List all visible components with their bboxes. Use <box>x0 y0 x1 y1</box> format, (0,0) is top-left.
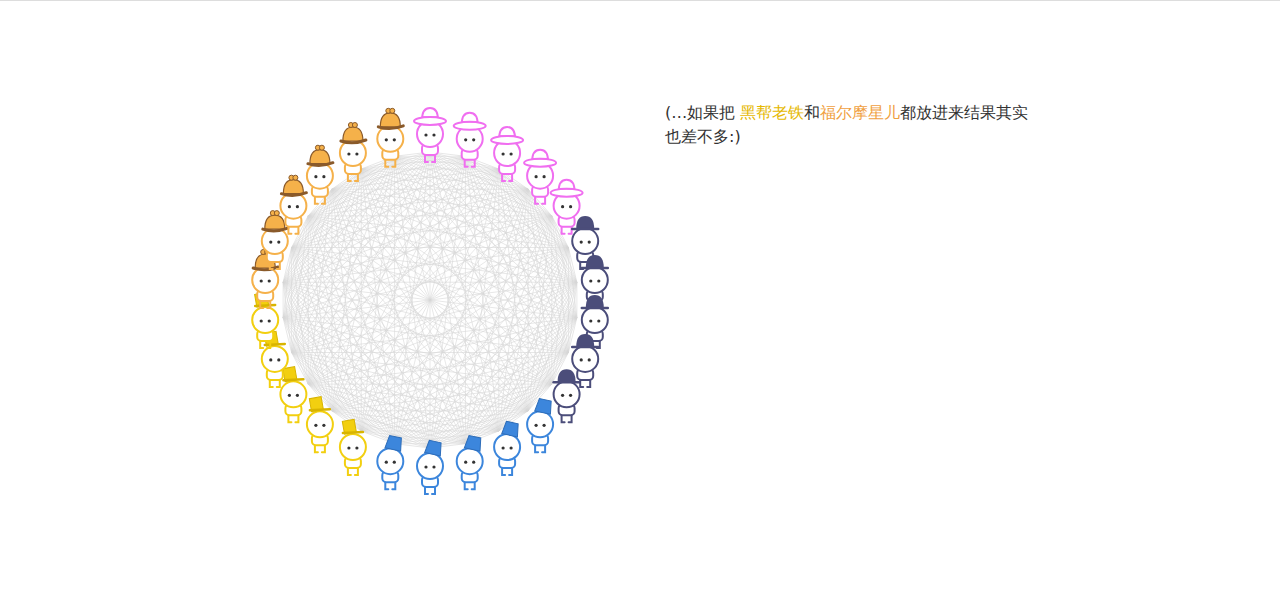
mesh-line <box>395 156 569 352</box>
mesh-line <box>283 318 528 411</box>
mesh-line <box>283 216 308 318</box>
mesh-line <box>528 189 529 411</box>
mesh-line <box>568 248 569 353</box>
character-figure <box>572 334 598 387</box>
mesh-line <box>308 216 577 318</box>
mesh-line <box>395 156 499 431</box>
character-figure <box>494 421 520 475</box>
character-figure <box>307 145 333 204</box>
character-figure <box>262 211 288 270</box>
character-figure <box>340 419 366 475</box>
mesh-line <box>292 248 577 318</box>
mesh-line <box>283 282 361 431</box>
mesh-line <box>283 156 395 282</box>
mesh-line <box>308 169 361 216</box>
mesh-line <box>361 169 430 448</box>
mesh-line <box>292 248 552 385</box>
mesh-line <box>332 189 569 352</box>
character-figure <box>280 175 306 234</box>
mesh-line <box>361 169 552 384</box>
mesh-line <box>292 156 395 247</box>
mesh-line <box>361 169 465 444</box>
mesh-line <box>498 169 499 431</box>
note-text: 黑帮老铁 <box>740 103 804 122</box>
mesh-line <box>283 318 430 448</box>
mesh-line <box>361 156 465 169</box>
note-text: (…如果把黑帮老铁和福尔摩星儿都放进来结果其实也差不多:) <box>665 101 1035 149</box>
character-figure <box>527 398 553 452</box>
mesh-line <box>395 248 569 444</box>
mesh-line <box>394 156 395 443</box>
mesh-line <box>499 216 552 431</box>
mesh-line <box>283 282 568 352</box>
mesh-line <box>292 248 528 411</box>
character-figure <box>414 108 446 162</box>
mesh-line <box>283 282 499 431</box>
network-mesh <box>283 152 577 448</box>
mesh-line <box>552 216 577 318</box>
mesh-line <box>361 169 577 318</box>
mesh-line <box>308 216 528 411</box>
mesh-line <box>332 318 577 411</box>
mesh-line <box>308 156 394 384</box>
mesh-line <box>283 282 430 448</box>
mesh-line <box>361 169 568 353</box>
character-figure <box>280 367 306 423</box>
note-text: 和 <box>804 103 820 122</box>
mesh-line <box>283 282 292 352</box>
mesh-line <box>283 189 528 282</box>
mesh-line <box>395 156 577 282</box>
mesh-line <box>332 189 577 282</box>
mesh-line <box>308 216 309 384</box>
mesh-line <box>332 156 395 410</box>
mesh-line <box>283 282 465 444</box>
mesh-line <box>308 216 499 431</box>
note-text: 福尔摩星儿 <box>820 103 900 122</box>
mesh-line <box>361 431 499 432</box>
mesh-line <box>283 169 361 318</box>
mesh-line <box>331 189 332 411</box>
mesh-line <box>361 169 499 170</box>
character-figure <box>340 123 366 182</box>
mesh-line <box>395 156 430 448</box>
mesh-line <box>361 216 552 431</box>
character-figure <box>524 150 556 204</box>
character-figure <box>377 108 403 167</box>
character-figure <box>554 369 580 422</box>
mesh-line <box>292 353 466 444</box>
mesh-line <box>292 216 309 353</box>
mesh-line <box>395 156 577 317</box>
mesh-line <box>283 248 568 283</box>
mesh-line <box>552 282 577 384</box>
mesh-line <box>361 169 362 431</box>
character-figure <box>454 113 486 167</box>
mesh-line <box>283 318 292 353</box>
top-rule <box>0 0 1280 1</box>
character-figure <box>307 397 333 453</box>
mesh-line <box>291 248 292 353</box>
character-figure <box>417 440 443 494</box>
mesh-line <box>308 216 332 411</box>
character-figure <box>457 435 483 489</box>
character-figure <box>377 435 403 489</box>
note-text: (…如果把 <box>665 103 735 122</box>
mesh-line <box>465 156 466 443</box>
mesh-line <box>308 169 361 384</box>
mesh-line <box>395 156 569 247</box>
character-figure <box>491 127 523 181</box>
mesh-line <box>283 216 308 282</box>
mesh-line <box>283 282 308 384</box>
character-figure <box>582 255 608 308</box>
mesh-line <box>283 156 395 317</box>
mesh-line <box>283 318 465 444</box>
mesh-line <box>283 216 552 318</box>
mesh-line <box>332 189 577 318</box>
mesh-line <box>332 189 395 444</box>
